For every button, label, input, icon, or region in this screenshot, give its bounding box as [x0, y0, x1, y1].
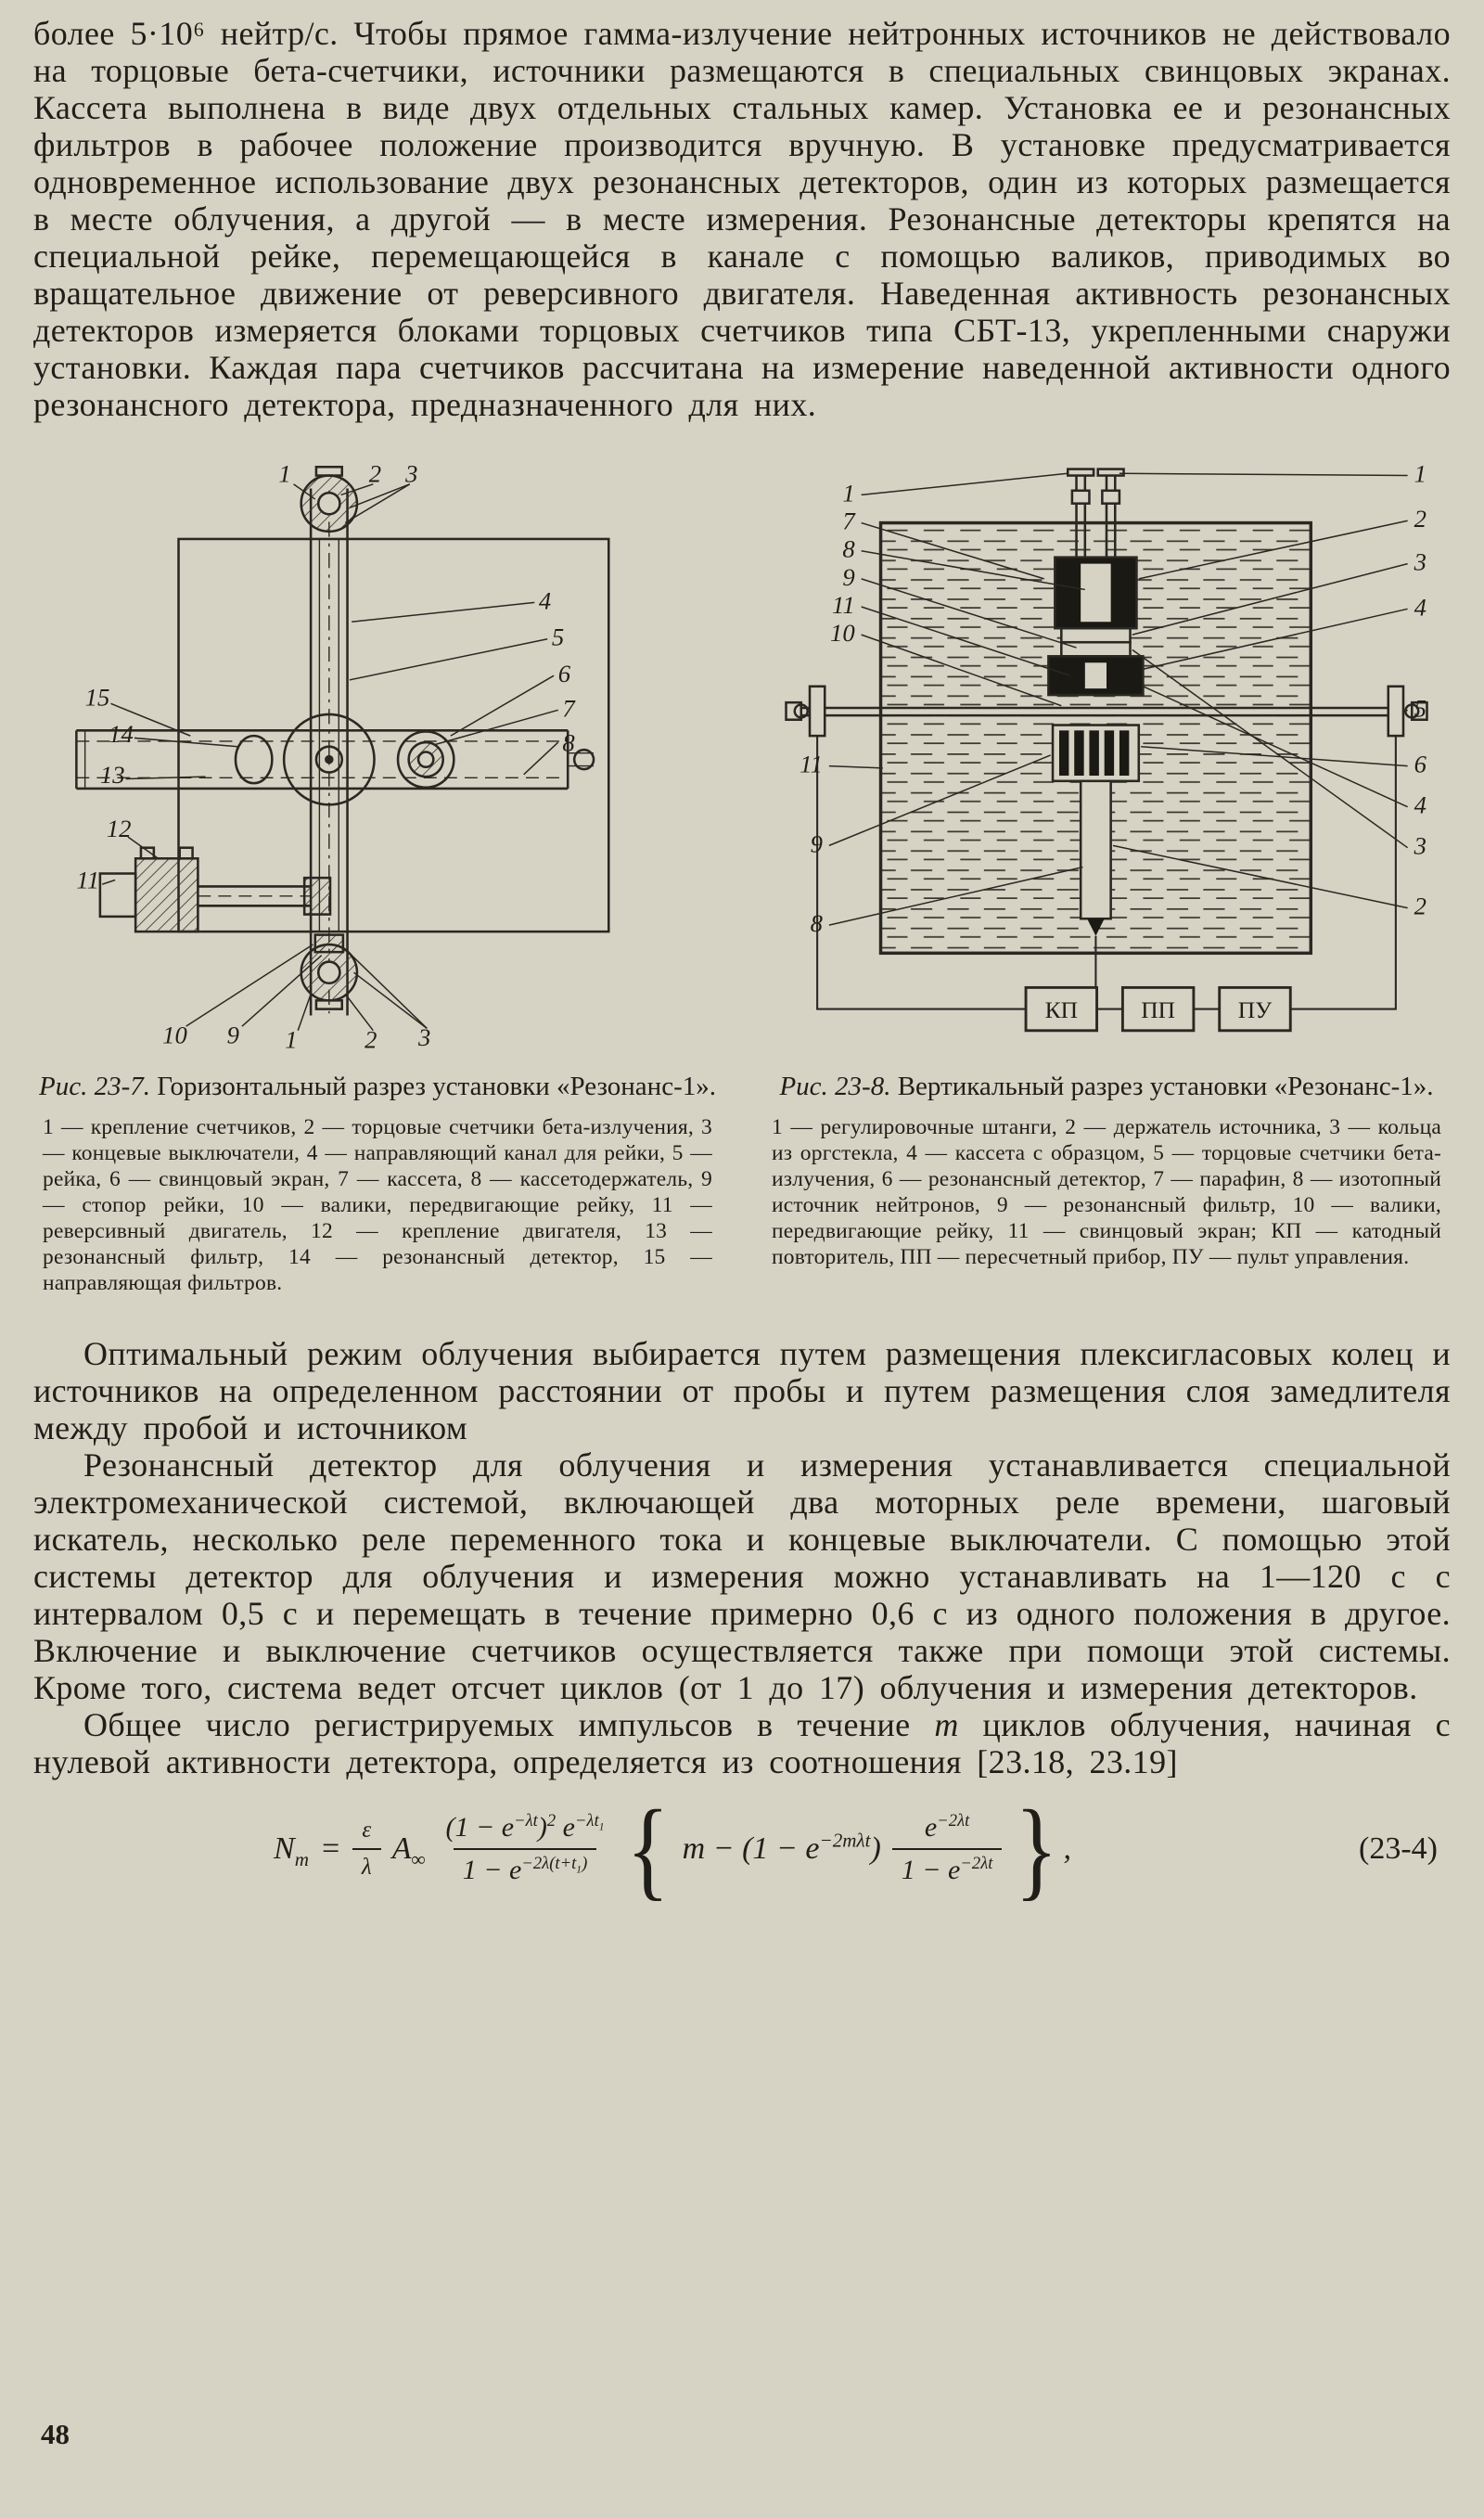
lower-text: Оптимальный режим облучения выбирается п… — [33, 1335, 1451, 1780]
callout-labels: 1 2 3 4 5 6 7 8 15 14 13 12 11 10 9 1 2 — [76, 460, 576, 1054]
callout-4b-right: 4 — [1414, 791, 1426, 819]
sample-cassette — [1047, 655, 1145, 697]
paragraph-continued: более 5·10⁶ нейтр/с. Чтобы прямое гамма-… — [33, 15, 1451, 423]
callout-8: 8 — [562, 728, 575, 756]
figure-23-7-caption: Рис. 23-7. Горизонтальный разрез установ… — [33, 1070, 722, 1103]
figure-23-7-legend: 1 — крепление счетчиков, 2 — торцовые сч… — [43, 1115, 712, 1296]
first-fraction: (1 − e−λt)2 e−λt1 1 − e−2λ(t+t1) — [445, 1811, 605, 1886]
figure-number: Рис. 23-8. — [779, 1072, 891, 1102]
box-pu-label: ПУ — [1238, 996, 1273, 1023]
box-kp-label: КП — [1045, 996, 1078, 1023]
box-pu — [1218, 985, 1292, 1033]
callout-2-right: 2 — [1414, 505, 1426, 533]
callout-6: 6 — [558, 660, 571, 687]
equals-sign: = — [319, 1831, 341, 1867]
equation-23-4: Nm = ε λ A∞ (1 − e−λt)2 e−λt1 1 − e−2λ(t… — [274, 1786, 1438, 1911]
horizontal-section-drawing — [75, 465, 610, 1016]
callout-2-top: 2 — [369, 460, 381, 488]
resonance-filter — [234, 734, 274, 785]
rail-rod — [800, 706, 1391, 717]
figure-title: Горизонтальный разрез установки «Резонан… — [157, 1072, 716, 1102]
callout-1-left: 1 — [842, 479, 854, 507]
callout-13: 13 — [100, 761, 125, 789]
saturation-activity: A∞ — [391, 1831, 426, 1871]
formula-lhs: Nm — [274, 1831, 309, 1871]
callout-3-bottom: 3 — [417, 1023, 430, 1051]
callout-11: 11 — [76, 867, 99, 894]
callout-3-right: 3 — [1414, 548, 1426, 576]
book-page: более 5·10⁶ нейтр/с. Чтобы прямое гамма-… — [33, 15, 1451, 2450]
callout-5: 5 — [552, 623, 564, 651]
callout-10: 10 — [830, 619, 855, 647]
callout-3-top: 3 — [404, 460, 417, 488]
figures-row: 1 2 3 4 5 6 7 8 15 14 13 12 11 10 9 1 2 — [33, 458, 1451, 1296]
figure-23-8-caption: Рис. 23-8. Вертикальный разрез установки… — [762, 1070, 1451, 1103]
callout-1-bottom: 1 — [285, 1025, 297, 1053]
callout-2b-right: 2 — [1414, 893, 1426, 920]
top-counter — [300, 465, 359, 533]
wiring — [816, 736, 1397, 1010]
motor — [98, 846, 332, 933]
callout-8: 8 — [842, 535, 855, 563]
comma: , — [1063, 1831, 1072, 1867]
figure-number: Рис. 23-7. — [39, 1072, 151, 1102]
guide-channel — [309, 488, 349, 1016]
callout-4: 4 — [539, 586, 551, 614]
figure-23-7-diagram: 1 2 3 4 5 6 7 8 15 14 13 12 11 10 9 1 2 — [75, 460, 610, 1054]
box-pp — [1120, 985, 1196, 1033]
callout-12: 12 — [107, 815, 132, 842]
brace-inner-term: m − (1 − e−2mλt) — [682, 1829, 881, 1867]
page-number: 48 — [41, 2418, 70, 2450]
callout-9-lower: 9 — [811, 829, 823, 857]
figure-23-8-legend: 1 — регулировочные штанги, 2 — держатель… — [772, 1115, 1441, 1270]
callout-1-right: 1 — [1414, 460, 1426, 488]
epsilon-lambda-fraction: ε λ — [352, 1818, 381, 1881]
source-holder — [1054, 556, 1138, 630]
callout-15: 15 — [85, 684, 110, 712]
figure-23-8-diagram: 1 7 8 9 11 10 11 9 8 1 2 3 4 5 6 4 3 — [785, 460, 1428, 1033]
center-assembly — [282, 713, 376, 806]
figure-23-8: 1 7 8 9 11 10 11 9 8 1 2 3 4 5 6 4 3 — [762, 458, 1451, 1296]
callout-10-bottom: 10 — [162, 1021, 187, 1049]
lead-screen-outline — [177, 537, 610, 933]
rail-stop — [313, 933, 345, 954]
callout-4-right: 4 — [1414, 593, 1426, 621]
beta-counter-left — [785, 685, 826, 738]
electronics — [1024, 985, 1292, 1033]
box-pp-label: ПП — [1141, 996, 1175, 1023]
regulating-rods — [1066, 468, 1125, 558]
equation-number: (23-4) — [1359, 1831, 1438, 1867]
callout-7: 7 — [562, 694, 576, 722]
second-fraction: e−2λt 1 − e−2λt — [891, 1812, 1003, 1886]
box-kp — [1024, 985, 1099, 1033]
callout-11: 11 — [832, 591, 855, 619]
leader-lines — [828, 472, 1409, 926]
figure-title: Вертикальный разрез установки «Резонанс-… — [897, 1072, 1434, 1102]
paragraph-detector-system: Резонансный детектор для облучения и изм… — [33, 1446, 1451, 1707]
vertical-section-drawing — [785, 468, 1428, 1033]
callout-2-bottom: 2 — [365, 1025, 377, 1053]
callout-6-right: 6 — [1414, 751, 1427, 778]
callout-7: 7 — [842, 507, 856, 535]
resonance-detector — [1051, 724, 1141, 783]
cassette — [396, 730, 455, 790]
paragraph-optimal-mode: Оптимальный режим облучения выбирается п… — [33, 1335, 1451, 1447]
callout-9-bottom: 9 — [227, 1021, 239, 1049]
paragraph-total-counts: Общее число регистрируемых импульсов в т… — [33, 1706, 1451, 1781]
figure-23-7: 1 2 3 4 5 6 7 8 15 14 13 12 11 10 9 1 2 — [33, 458, 722, 1296]
guide-tube — [1079, 779, 1112, 936]
callout-11-lower: 11 — [800, 751, 823, 778]
callout-1-top: 1 — [278, 460, 290, 488]
callout-9: 9 — [842, 563, 854, 591]
callout-14: 14 — [109, 720, 134, 748]
leader-lines — [101, 483, 559, 1032]
callout-3b-right: 3 — [1414, 832, 1426, 860]
callout-labels: 1 7 8 9 11 10 11 9 8 1 2 3 4 5 6 4 3 — [800, 460, 1426, 938]
plexiglass-rings — [1060, 626, 1132, 658]
electronics-labels: КП ПП ПУ — [1045, 996, 1273, 1023]
callout-5-right: 5 — [1414, 694, 1426, 722]
callout-8-lower: 8 — [811, 909, 824, 937]
